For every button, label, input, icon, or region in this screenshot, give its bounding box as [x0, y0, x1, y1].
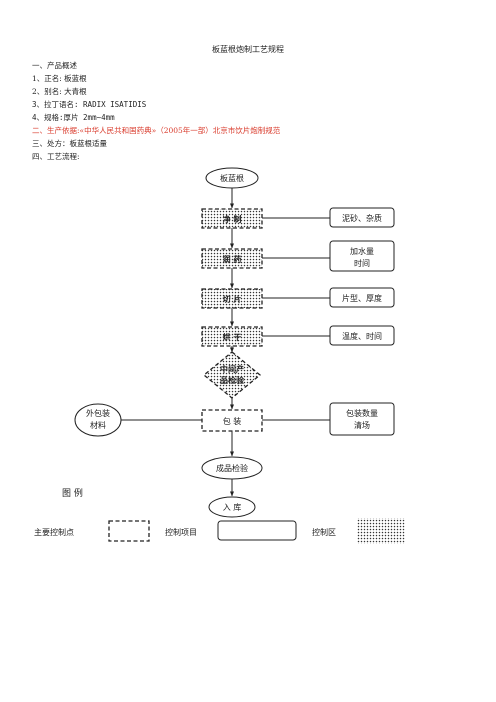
start-node: [205, 167, 259, 189]
section-overview: 一、产品概述: [32, 61, 77, 70]
step-dry: 烘 干: [201, 326, 263, 347]
intermediate-inspection-diamond: 中间产 品检验: [202, 351, 262, 399]
step-purify: 净 制: [201, 208, 263, 229]
svg-text:外包装: 外包装: [86, 408, 110, 418]
svg-text:品检验: 品检验: [220, 375, 245, 385]
flow-connectors: [120, 188, 330, 497]
note-dry: 温度、时间: [329, 325, 395, 346]
step-label: 切 片: [223, 294, 242, 304]
step-label: 净 制: [223, 214, 242, 224]
latin-name: 3、拉丁语名: RADIX ISATIDIS: [32, 100, 147, 109]
packaging-material-input: 外包装 材料: [74, 403, 122, 437]
step-label: 润 药: [223, 254, 242, 264]
note-packaging: 包装数量 清场: [329, 402, 395, 436]
svg-text:温度、时间: 温度、时间: [342, 331, 382, 341]
legend-swatch-key-control: [108, 520, 150, 542]
svg-text:中间产: 中间产: [220, 364, 244, 374]
svg-text:材料: 材料: [90, 420, 106, 430]
svg-text:清场: 清场: [354, 420, 370, 430]
svg-text:成品检验: 成品检验: [216, 463, 248, 473]
step-moisten: 润 药: [201, 248, 263, 269]
note-moisten: 加水量 时间: [329, 240, 395, 272]
legend-title: 图 例: [62, 487, 83, 499]
svg-text:时间: 时间: [354, 258, 370, 268]
specification: 4、规格:厚片 2mm~4mm: [32, 113, 115, 122]
svg-text:泥砂、杂质: 泥砂、杂质: [342, 213, 382, 223]
legend-swatch-control-area: [357, 518, 405, 544]
step-label: 烘 干: [223, 332, 242, 342]
process-flow-heading: 四、工艺流程:: [32, 152, 80, 161]
official-name: 1、正名: 板蓝根: [32, 74, 87, 83]
prescription: 三、处方：板蓝根适量: [32, 139, 107, 148]
svg-text:包装数量: 包装数量: [346, 408, 378, 418]
note-slice: 片型、厚度: [329, 287, 395, 308]
svg-text:包 装: 包 装: [223, 416, 242, 426]
alias-name: 2、别名: 大青根: [32, 87, 87, 96]
step-slice: 切 片: [201, 288, 263, 309]
svg-text:加水量: 加水量: [350, 246, 374, 256]
final-inspection-node: 成品检验: [201, 456, 263, 480]
document-title: 板蓝根炮制工艺规程: [212, 45, 284, 54]
start-label: 板蓝根: [220, 173, 244, 183]
production-basis: 二、生产依据:«中华人民共和国药典»（2005年一部）北京市饮片炮制规范: [32, 126, 281, 135]
legend-label-control-area: 控制区: [312, 527, 336, 537]
svg-text:入 库: 入 库: [223, 502, 242, 512]
svg-text:片型、厚度: 片型、厚度: [342, 293, 382, 303]
legend-label-key-control: 主要控制点: [34, 527, 74, 537]
legend-label-control-item: 控制项目: [165, 527, 197, 537]
step-packaging: 包 装: [201, 409, 263, 432]
legend-swatch-control-item: [217, 520, 297, 541]
warehouse-end-node: 入 库: [208, 496, 256, 518]
note-purify: 泥砂、杂质: [329, 207, 395, 228]
